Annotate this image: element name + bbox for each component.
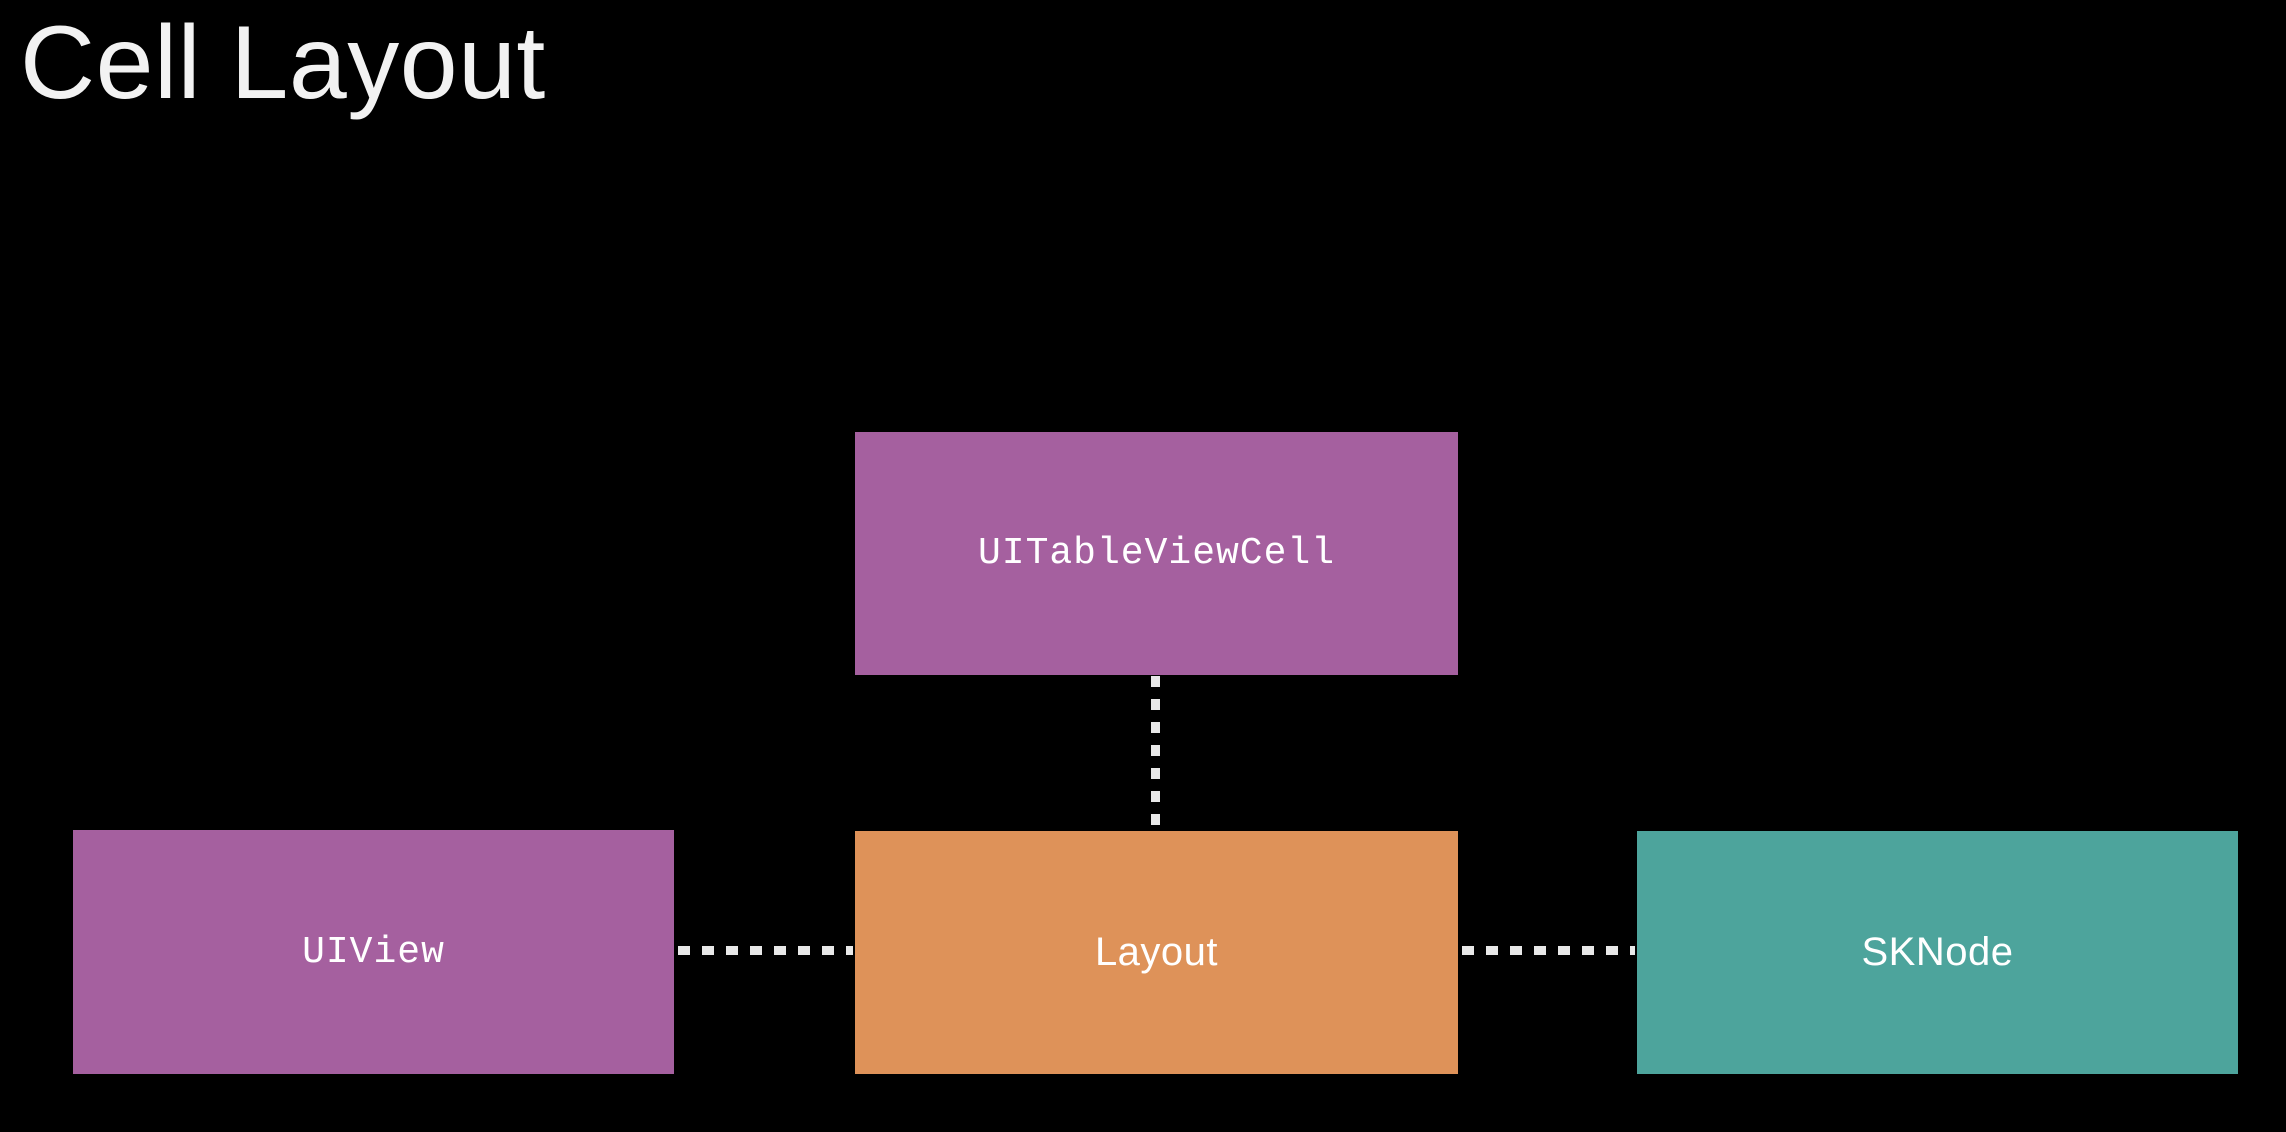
diagram-node-label: UIView [302, 930, 445, 974]
page-title: Cell Layout [20, 5, 546, 121]
diagram-node-label: Layout [1094, 930, 1219, 974]
connector-layout-sknode [1462, 946, 1635, 955]
connector-uiview-layout [678, 946, 853, 955]
diagram-node-uiview[interactable]: UIView [73, 830, 674, 1074]
diagram-node-layout[interactable]: Layout [855, 831, 1458, 1074]
diagram-node-label: SKNode [1861, 930, 2014, 974]
diagram-node-uitableviewcell[interactable]: UITableViewCell [855, 432, 1458, 675]
connector-uitableviewcell-layout [1151, 676, 1160, 831]
diagram-node-sknode[interactable]: SKNode [1637, 831, 2238, 1074]
diagram-node-label: UITableViewCell [977, 532, 1336, 575]
